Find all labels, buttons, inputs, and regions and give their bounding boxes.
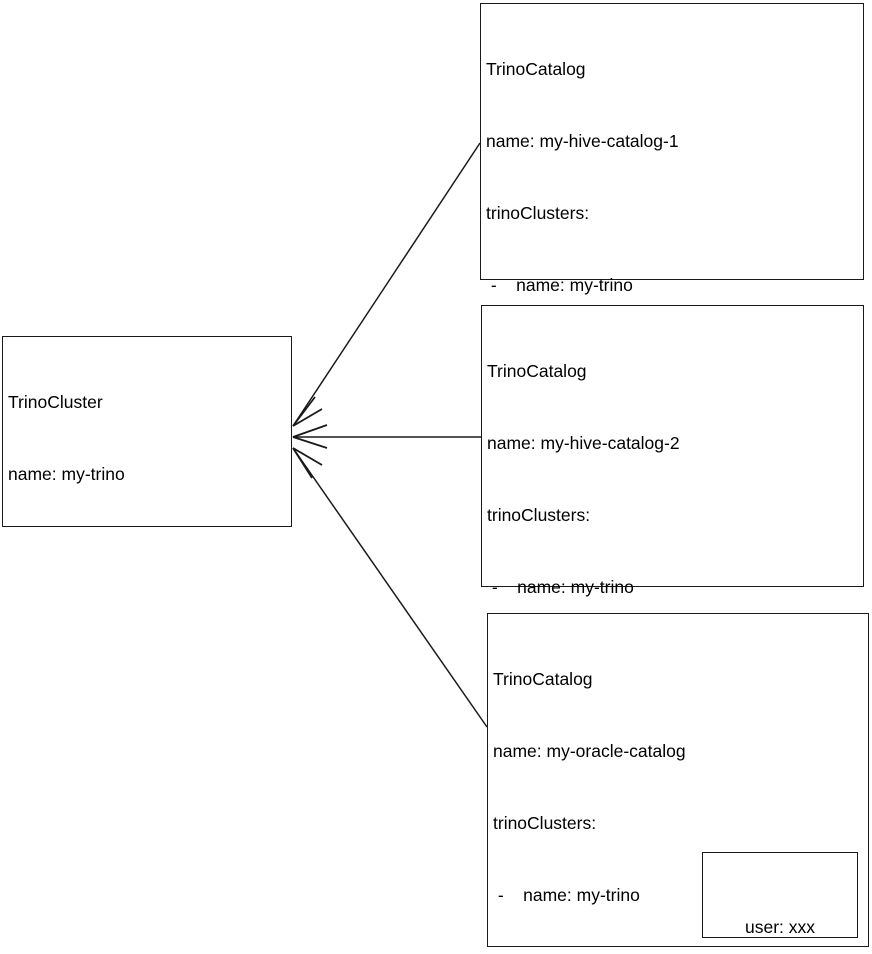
- node-trino-cluster[interactable]: TrinoCluster name: my-trino: [2, 336, 292, 527]
- arrowhead-barb-upper: [292, 396, 316, 427]
- node-trino-cluster-text: TrinoCluster name: my-trino: [8, 342, 289, 534]
- node-line: TrinoCluster: [8, 392, 103, 412]
- arrowhead-barb-upper: [292, 447, 323, 466]
- node-line: name: my-trino: [8, 464, 125, 484]
- node-trino-catalog-hive-2[interactable]: TrinoCatalog name: my-hive-catalog-2 tri…: [481, 305, 864, 885]
- edge-line: [292, 142, 481, 427]
- node-line: TrinoCatalog: [493, 669, 593, 689]
- node-line: - name: my-trino: [493, 885, 640, 905]
- node-line: - name: my-trino: [486, 275, 633, 295]
- arrowhead-barb-lower: [292, 408, 323, 427]
- node-line: user: xxx: [744, 917, 816, 937]
- node-line: trinoClusters:: [493, 813, 597, 833]
- node-line: name: my-oracle-catalog: [493, 741, 686, 761]
- edge-hive-catalog-2-to-cluster: [292, 424, 481, 449]
- node-oracle-credentials-secret-text: user: xxx password: xxx: [703, 867, 857, 954]
- edge-oracle-catalog-to-cluster: [292, 447, 488, 728]
- node-trino-catalog-oracle-text: TrinoCatalog name: my-oracle-catalog tri…: [493, 619, 866, 954]
- node-line: - name: my-trino: [487, 577, 634, 597]
- node-line: name: my-hive-catalog-1: [486, 131, 679, 151]
- node-line: TrinoCatalog: [486, 59, 586, 79]
- node-line: TrinoCatalog: [487, 361, 587, 381]
- arrowhead-barb-upper: [292, 424, 328, 438]
- arrowhead-barb-lower: [292, 436, 328, 449]
- node-oracle-credentials-secret[interactable]: user: xxx password: xxx: [702, 852, 858, 938]
- edge-line: [292, 447, 488, 728]
- node-line: trinoClusters:: [486, 203, 590, 223]
- node-line: name: my-hive-catalog-2: [487, 433, 680, 453]
- node-line: trinoClusters:: [487, 505, 591, 525]
- arrowhead-barb-lower: [292, 447, 313, 479]
- node-trino-catalog-hive-1[interactable]: TrinoCatalog name: my-hive-catalog-1 tri…: [480, 3, 864, 655]
- edge-hive-catalog-1-to-cluster: [292, 142, 481, 427]
